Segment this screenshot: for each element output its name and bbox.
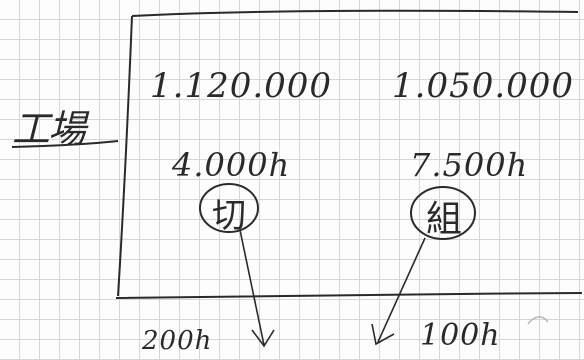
right-arrow-head: [371, 323, 395, 346]
right-hours: 7.500h: [410, 146, 529, 184]
right-amount: 1.050.000: [392, 66, 575, 106]
box-bottom-line: [115, 292, 583, 299]
bottom-left-hours: 200h: [142, 326, 213, 356]
left-arrow-head: [251, 329, 275, 348]
side-label: 工場: [12, 107, 86, 151]
left-hours: 4.000h: [172, 146, 291, 184]
side-label-underline: [11, 140, 119, 148]
left-dept-circle: [199, 183, 259, 233]
right-dept-label: 組: [425, 199, 462, 240]
bottom-right-hours: 100h: [420, 318, 501, 353]
box-top-line: [131, 9, 579, 17]
right-dept-circle: [410, 186, 476, 240]
faint-mark: [527, 316, 549, 325]
left-arrow-shaft: [239, 229, 265, 346]
left-amount: 1.120.000: [150, 66, 333, 106]
right-arrow-shaft: [377, 237, 426, 343]
left-dept-label: 切: [212, 196, 246, 236]
box-left-line: [117, 15, 133, 297]
